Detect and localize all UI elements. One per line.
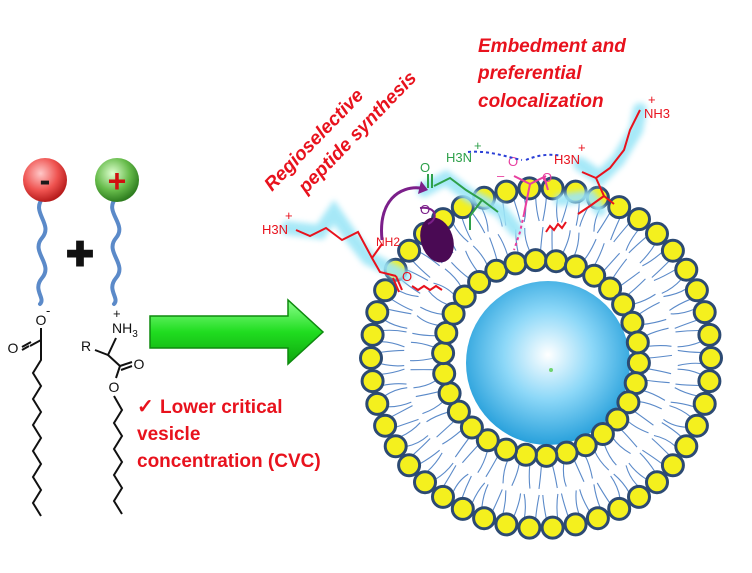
inner-headgroup [622,312,643,333]
pink-minus: – [497,168,505,183]
left-amine-label: H3N [262,222,288,237]
left-amine-plus: + [285,208,293,223]
cation-tail [112,198,119,304]
decanoate-structure: O - O [8,303,51,516]
outer-headgroup [662,455,683,476]
outer-headgroup [399,455,420,476]
outer-headgroup [375,280,396,301]
ester-carbonyl-oxygen: O [134,356,145,372]
outer-headgroup [694,393,715,414]
outer-headgroup [496,181,517,202]
top-amine-label: NH3 [644,106,670,121]
outer-headgroup [367,393,388,414]
inner-headgroup [546,251,567,272]
carboxylate-oxygen: O [36,312,47,328]
outer-headgroup [474,508,495,529]
peptide-oxygen: O [402,269,412,284]
outer-headgroup [676,259,697,280]
pink-oxygen-2: O [542,170,552,185]
inner-headgroup [434,363,455,384]
inner-headgroup [536,445,557,466]
right-amine-label: H3N [554,152,580,167]
outer-headgroup [609,197,630,218]
outer-headgroup [609,498,630,519]
outer-headgroup [519,517,540,538]
outer-headgroup [699,371,720,392]
outer-headgroup [701,348,722,369]
outer-headgroup [362,324,383,345]
cvc-check-icon: ✓ [137,396,154,418]
right-amine-plus: + [578,140,586,155]
ammonium-plus: + [113,306,121,321]
outer-headgroup [452,498,473,519]
anion-amphiphile: - [23,158,67,304]
amino-ester-structure: NH3 + R O O [81,306,145,514]
outer-headgroup [629,209,650,230]
outer-headgroup [647,223,668,244]
anion-charge: - [40,162,51,198]
outer-headgroup [686,280,707,301]
cation-charge: + [108,163,127,199]
pink-oxygen: O [508,154,518,169]
cvc-line-2: vesicle [137,424,200,445]
inner-headgroup [627,332,648,353]
inner-headgroup [628,352,649,373]
embedment-label: Embedment and preferential colocalizatio… [477,36,626,112]
process-arrow [150,300,323,364]
outer-headgroup [375,415,396,436]
outer-headgroup [361,348,382,369]
outer-headgroup [565,514,586,535]
outer-headgroup [399,240,420,261]
carboxylate-minus: - [46,303,50,318]
combine-plus-icon: ✚ [66,236,95,274]
outer-headgroup [662,240,683,261]
embedment-line-1: Embedment and [478,36,626,57]
inner-headgroup [525,250,546,271]
embedment-line-2: preferential [477,63,582,84]
r-group: R [81,338,91,354]
ammonium-group: NH3 [112,320,138,340]
embedment-line-3: colocalization [478,91,604,112]
outer-headgroup [587,508,608,529]
inner-headgroup [556,442,577,463]
vesicle [360,178,722,538]
outer-headgroup [647,472,668,493]
outer-headgroup [694,302,715,323]
outer-headgroup [433,486,454,507]
regioselective-label: Regioselective peptide synthesis [260,50,421,214]
cvc-line-3: concentration (CVC) [137,451,321,472]
ester-ether-oxygen: O [109,379,120,395]
outer-headgroup [385,436,406,457]
carbonyl-oxygen-green: O [420,160,430,175]
outer-headgroup [676,436,697,457]
anion-tail [38,198,45,304]
inner-headgroup [515,444,536,465]
outer-headgroup [699,324,720,345]
outer-headgroup [415,472,436,493]
carbonyl-oxygen: O [8,340,19,356]
outer-headgroup [686,415,707,436]
ring-oxygen: O [420,202,430,217]
outer-headgroup [362,371,383,392]
top-amine-plus: + [648,92,656,107]
inner-headgroup [505,253,526,274]
outer-headgroup [542,517,563,538]
inner-headgroup [433,343,454,364]
cvc-label: ✓ Lower critical vesicle concentration (… [137,396,321,472]
outer-headgroup [629,486,650,507]
outer-headgroup [367,302,388,323]
nh2-label: NH2 [376,235,400,249]
outer-headgroup [496,514,517,535]
cation-amphiphile: + [95,158,139,304]
inner-headgroup [439,383,460,404]
cvc-line-1: Lower critical [160,397,283,418]
